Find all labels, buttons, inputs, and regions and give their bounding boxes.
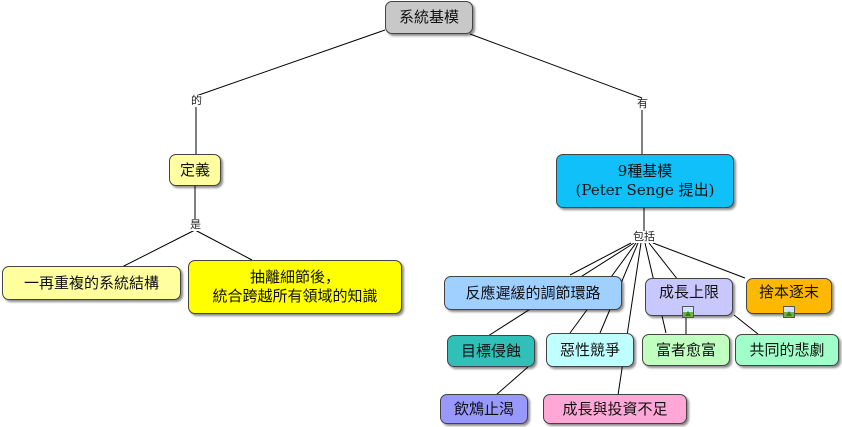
node-fixes-that-fail[interactable]: 飲鴆止渴: [440, 394, 528, 424]
node-abstract-line1: 抽離細節後，: [249, 268, 340, 286]
node-abstract-line2: 統合跨越所有領域的知識: [212, 287, 378, 305]
node-repeated-structure[interactable]: 一再重複的系統結構: [2, 266, 181, 300]
node-basic-patterns[interactable]: 9種基模 (Peter Senge 提出): [556, 154, 734, 208]
link-label-of: 的: [190, 94, 203, 107]
node-limits-to-growth-label: 成長上限: [658, 283, 719, 301]
node-abstract-knowledge[interactable]: 抽離細節後， 統合跨越所有領域的知識: [188, 260, 402, 314]
node-root[interactable]: 系統基模: [385, 1, 473, 34]
image-icon[interactable]: [783, 306, 795, 318]
node-basic-patterns-line2: (Peter Senge 提出): [575, 181, 715, 199]
link-label-is: 是: [189, 218, 202, 231]
node-escalation[interactable]: 惡性競爭: [546, 333, 634, 367]
node-basic-patterns-line1: 9種基模: [617, 162, 673, 180]
node-growth-underinvestment[interactable]: 成長與投資不足: [543, 394, 687, 424]
node-tragedy-of-commons[interactable]: 共同的悲劇: [735, 334, 839, 366]
node-definition[interactable]: 定義: [169, 154, 221, 186]
link-label-has: 有: [636, 97, 649, 110]
node-shifting-burden-label: 捨本逐末: [758, 283, 819, 301]
node-balancing-delay[interactable]: 反應遲緩的調節環路: [444, 276, 622, 310]
link-label-include: 包括: [632, 230, 656, 243]
image-icon[interactable]: [682, 306, 694, 318]
node-success-to-successful[interactable]: 富者愈富: [642, 334, 730, 366]
node-eroding-goals[interactable]: 目標侵蝕: [447, 335, 535, 367]
